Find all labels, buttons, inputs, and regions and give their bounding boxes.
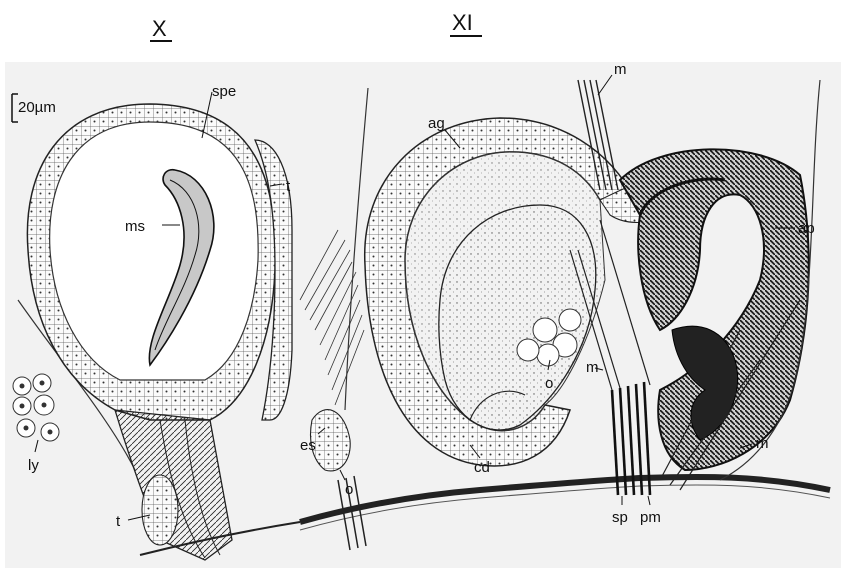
scale-bar-label: 20µm <box>18 99 56 116</box>
header-x: X <box>152 16 167 41</box>
label-ms: ms <box>125 218 145 235</box>
label-spe: spe <box>212 83 236 100</box>
tubule-lower <box>142 475 178 545</box>
label-ag: ag <box>428 115 445 132</box>
label-o-right: o <box>545 375 553 392</box>
label-o-lower: o <box>345 481 353 498</box>
label-sp: sp <box>612 509 628 526</box>
label-es: es <box>300 437 316 454</box>
label-m-top: m <box>614 61 627 78</box>
label-m-right: m <box>756 435 769 452</box>
header-xi: XI <box>452 10 473 35</box>
label-ly: ly <box>28 457 39 474</box>
label-pm: pm <box>640 509 661 526</box>
label-ap: ap <box>798 220 815 237</box>
label-cd: cd <box>474 459 490 476</box>
label-m-mid: m <box>586 359 599 376</box>
